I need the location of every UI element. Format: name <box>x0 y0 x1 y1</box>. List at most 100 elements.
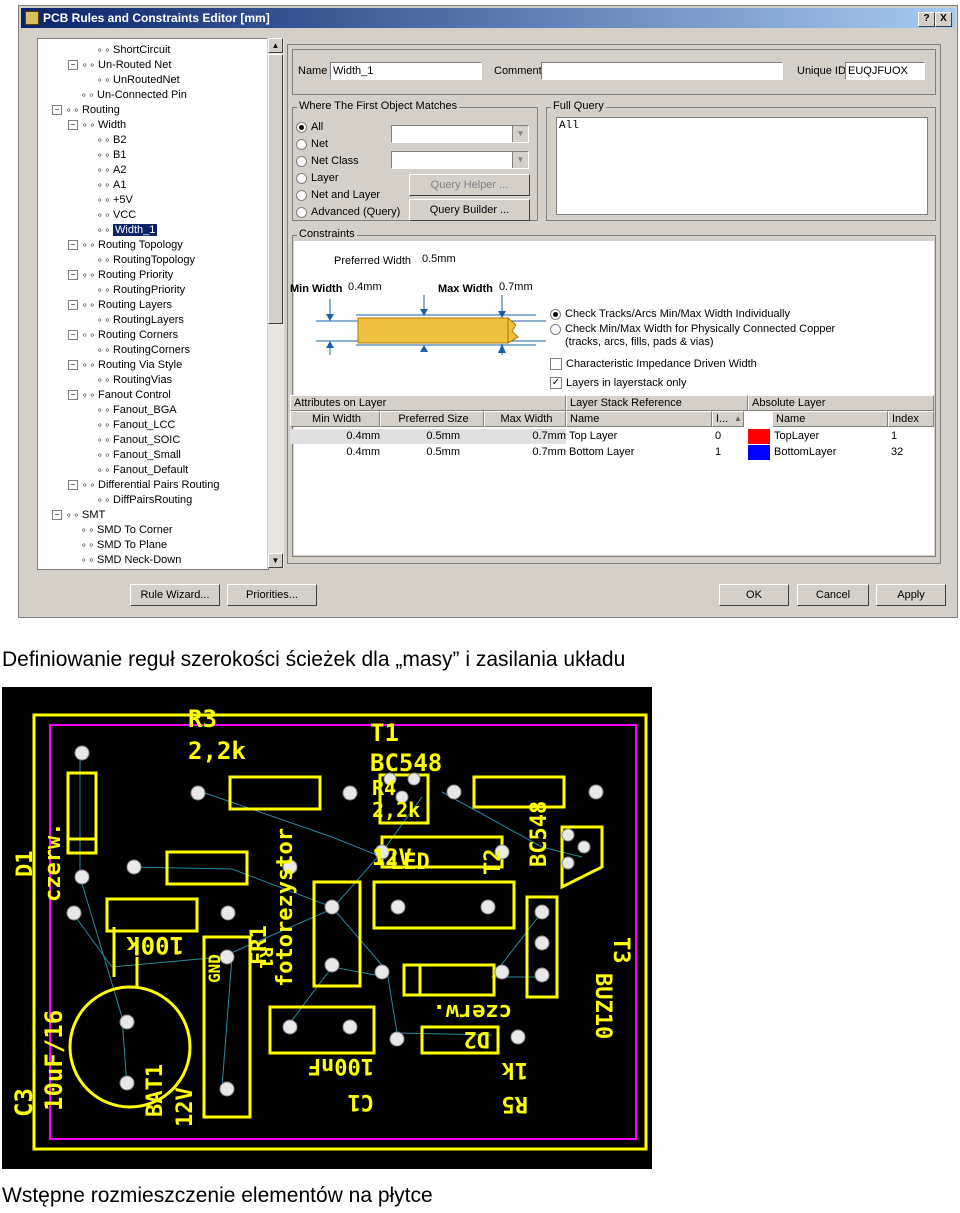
layerstack-checkbox[interactable]: ✓Layers in layerstack only <box>550 377 686 390</box>
sort-asc-icon[interactable]: ▲ <box>734 414 742 423</box>
tree-item[interactable]: ⚬⚬RoutingLayers <box>84 313 184 328</box>
ok-button[interactable]: OK <box>719 584 789 606</box>
tree-item[interactable]: ⚬⚬Un-Connected Pin <box>68 88 187 103</box>
tree-item[interactable]: ⚬⚬RoutingPriority <box>84 283 185 298</box>
tree-item[interactable]: −⚬⚬Routing Priority <box>68 268 173 283</box>
tree-item[interactable]: ⚬⚬RoutingTopology <box>84 253 195 268</box>
impedance-checkbox[interactable]: Characteristic Impedance Driven Width <box>550 358 757 371</box>
tree-item-label: RoutingTopology <box>113 254 195 266</box>
rule-icon: ⚬⚬ <box>96 495 112 506</box>
name-input[interactable]: Width_1 <box>330 62 482 80</box>
max-width-cell[interactable]: 0.7mm <box>532 446 566 458</box>
rules-tree[interactable]: ⚬⚬ShortCircuit−⚬⚬Un-Routed Net⚬⚬UnRouted… <box>37 38 269 570</box>
rule-wizard-button[interactable]: Rule Wizard... <box>130 584 220 606</box>
where-option[interactable]: Advanced (Query) <box>296 206 400 218</box>
tree-item[interactable]: ⚬⚬RoutingVias <box>84 373 172 388</box>
close-button[interactable]: X <box>935 12 952 27</box>
where-option[interactable]: All <box>296 121 323 133</box>
tree-item[interactable]: ⚬⚬VCC <box>84 208 136 223</box>
silkscreen-label: 10uF/16 <box>40 1010 68 1111</box>
collapse-icon[interactable]: − <box>68 120 78 131</box>
preferred-width-value[interactable]: 0.5mm <box>422 253 456 265</box>
grid-column-header[interactable]: Max Width <box>484 411 566 427</box>
tree-item[interactable]: ⚬⚬+5V <box>84 193 133 208</box>
query-helper-button[interactable]: Query Helper ... <box>409 174 530 196</box>
max-width-cell[interactable]: 0.7mm <box>532 430 566 442</box>
collapse-icon[interactable]: − <box>68 360 78 371</box>
tree-item[interactable]: ⚬⚬Fanout_LCC <box>84 418 175 433</box>
collapse-icon[interactable]: − <box>52 105 62 116</box>
net-combo[interactable]: ▼ <box>391 125 529 143</box>
preferred-width-cell[interactable]: 0.5mm <box>426 430 460 442</box>
grid-column-header[interactable]: Min Width <box>290 411 380 427</box>
tree-item[interactable]: ⚬⚬SMD To Plane <box>68 538 167 553</box>
tree-item[interactable]: ⚬⚬Fanout_SOIC <box>84 433 180 448</box>
max-width-value[interactable]: 0.7mm <box>499 281 533 293</box>
dialog-title: PCB Rules and Constraints Editor [mm] <box>43 11 270 25</box>
preferred-width-cell[interactable]: 0.5mm <box>426 446 460 458</box>
where-option[interactable]: Layer <box>296 172 339 184</box>
tree-item[interactable]: −⚬⚬Width <box>68 118 126 133</box>
grid-column-header[interactable]: Name <box>566 411 712 427</box>
tree-item[interactable]: −⚬⚬SMT <box>52 508 105 523</box>
tree-item[interactable]: −⚬⚬Routing Via Style <box>68 358 182 373</box>
collapse-icon[interactable]: − <box>68 390 78 401</box>
priorities-button[interactable]: Priorities... <box>227 584 317 606</box>
collapse-icon[interactable]: − <box>68 330 78 341</box>
collapse-icon[interactable]: − <box>68 240 78 251</box>
cancel-button[interactable]: Cancel <box>797 584 869 606</box>
tree-item[interactable]: ⚬⚬B2 <box>84 133 126 148</box>
check-connected-option[interactable]: Check Min/Max Width for Physically Conne… <box>550 323 835 335</box>
tree-item[interactable]: ⚬⚬Fanout_BGA <box>84 403 177 418</box>
comment-input[interactable] <box>541 62 783 80</box>
tree-item[interactable]: ⚬⚬Fanout_Small <box>84 448 181 463</box>
silkscreen-label: R4 <box>372 776 396 800</box>
tree-item[interactable]: ⚬⚬SMD To Corner <box>68 523 173 538</box>
scroll-up-icon[interactable]: ▲ <box>268 38 283 53</box>
tree-item[interactable]: ⚬⚬A2 <box>84 163 126 178</box>
tree-item[interactable]: ⚬⚬SMD Neck-Down <box>68 553 181 568</box>
tree-item[interactable]: −⚬⚬Routing Topology <box>68 238 183 253</box>
tree-item[interactable]: ⚬⚬ShortCircuit <box>84 43 170 58</box>
tree-scrollbar[interactable]: ▲ ▼ <box>267 38 284 568</box>
collapse-icon[interactable]: − <box>68 60 78 71</box>
tree-item[interactable]: ⚬⚬UnRoutedNet <box>84 73 180 88</box>
rule-icon: ⚬⚬ <box>81 330 97 341</box>
min-width-cell[interactable]: 0.4mm <box>346 430 380 442</box>
grid-column-header[interactable]: Index <box>888 411 934 427</box>
grid-column-header[interactable]: Name <box>772 411 888 427</box>
tree-item[interactable]: ⚬⚬B1 <box>84 148 126 163</box>
check-individual-option[interactable]: Check Tracks/Arcs Min/Max Width Individu… <box>550 308 790 320</box>
query-builder-button[interactable]: Query Builder ... <box>409 199 530 221</box>
tree-item[interactable]: −⚬⚬Un-Routed Net <box>68 58 171 73</box>
help-button[interactable]: ? <box>918 12 935 27</box>
tree-item[interactable]: ⚬⚬Fanout_Default <box>84 463 188 478</box>
collapse-icon[interactable]: − <box>68 480 78 491</box>
where-option[interactable]: Net <box>296 138 328 150</box>
collapse-icon[interactable]: − <box>68 300 78 311</box>
grid-column-header[interactable]: I... <box>712 411 744 427</box>
tree-item[interactable]: −⚬⚬Fanout Control <box>68 388 171 403</box>
tree-item[interactable]: ⚬⚬DiffPairsRouting <box>84 493 192 508</box>
tree-item[interactable]: −⚬⚬Routing <box>52 103 120 118</box>
scroll-down-icon[interactable]: ▼ <box>268 553 283 568</box>
where-option[interactable]: Net Class <box>296 155 359 167</box>
unique-id-input[interactable]: EUQJFUOX <box>845 62 925 80</box>
min-width-cell[interactable]: 0.4mm <box>346 446 380 458</box>
min-width-value[interactable]: 0.4mm <box>348 281 382 293</box>
grid-column-header[interactable]: Preferred Size <box>380 411 484 427</box>
tree-item[interactable]: −⚬⚬Routing Layers <box>68 298 172 313</box>
tree-item[interactable]: ⚬⚬RoutingCorners <box>84 343 190 358</box>
tree-item[interactable]: ⚬⚬A1 <box>84 178 126 193</box>
scroll-thumb[interactable] <box>268 54 283 324</box>
where-option[interactable]: Net and Layer <box>296 189 380 201</box>
apply-button[interactable]: Apply <box>876 584 946 606</box>
tree-item[interactable]: −⚬⚬Differential Pairs Routing <box>68 478 219 493</box>
collapse-icon[interactable]: − <box>68 270 78 281</box>
tree-item[interactable]: −⚬⚬Routing Corners <box>68 328 178 343</box>
collapse-icon[interactable]: − <box>52 510 62 521</box>
netclass-combo[interactable]: ▼ <box>391 151 529 169</box>
full-query-text[interactable]: All <box>556 117 928 215</box>
tree-item[interactable]: ⚬⚬Width_1 <box>84 223 158 238</box>
